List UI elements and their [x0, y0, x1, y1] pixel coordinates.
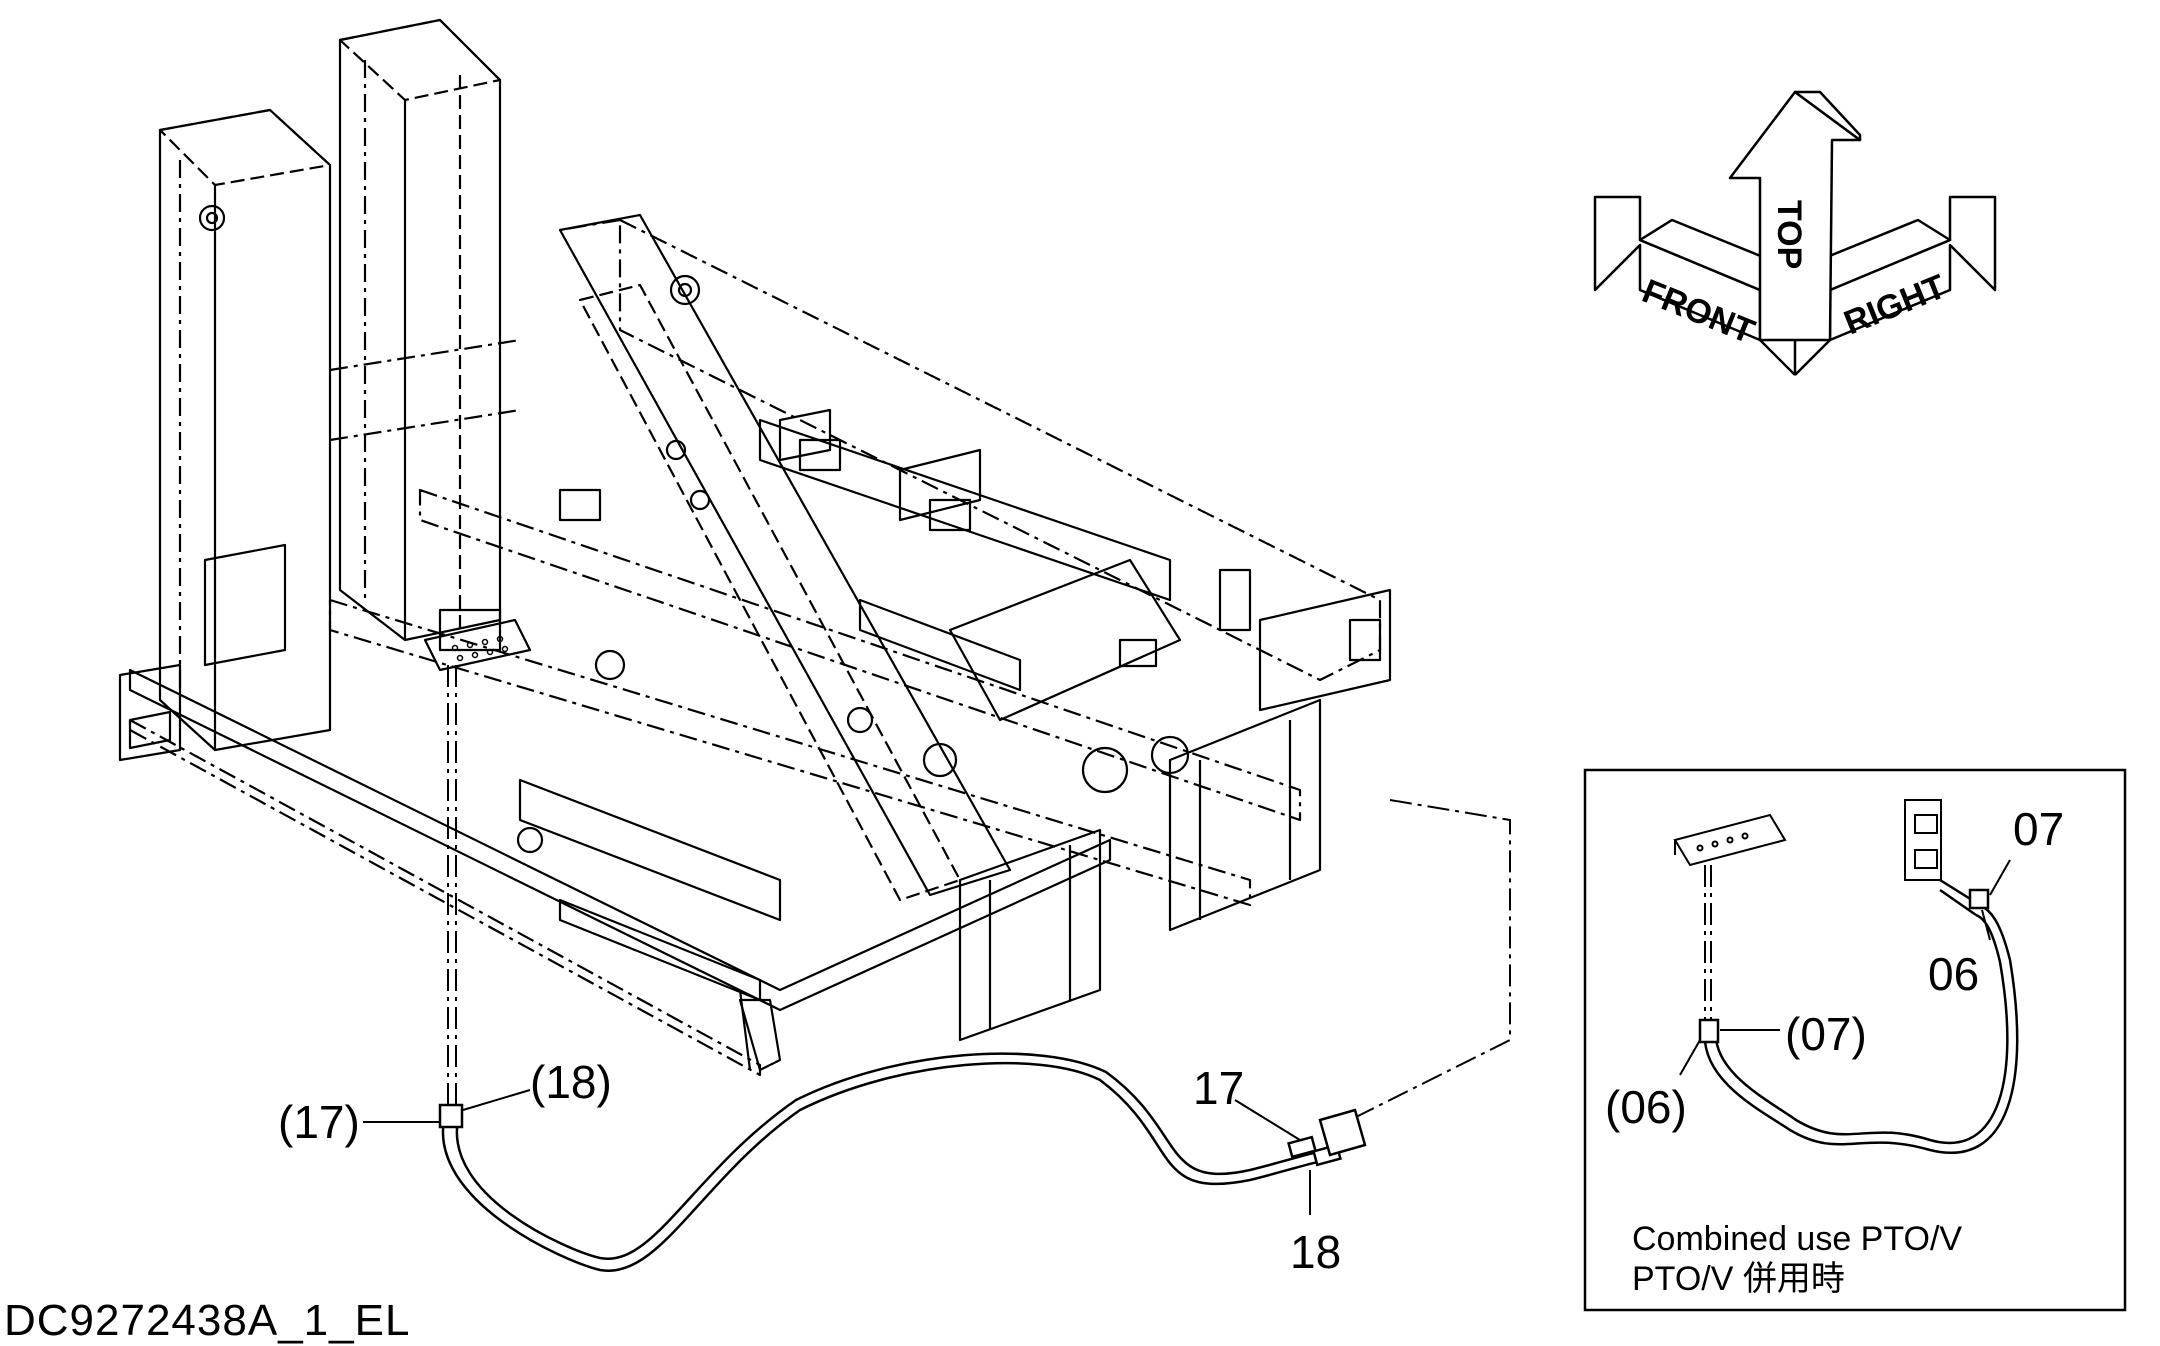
inset-note-line2: PTO/V 併用時: [1632, 1260, 1845, 1298]
perforations: [451, 635, 509, 662]
top-label: TOP: [1770, 200, 1808, 269]
hose-b: [455, 1052, 1331, 1260]
document-code: DC9272438A_1_EL: [4, 1296, 411, 1345]
callout-n17: 17: [1193, 1062, 1244, 1114]
leader-lines: [363, 1089, 1311, 1215]
inset-fitting-bottom: [1698, 1018, 1720, 1044]
inset-callout-06: 06: [1928, 948, 1979, 1000]
inset-valve: [1904, 799, 1942, 881]
callout-n18: 18: [1290, 1226, 1341, 1278]
fitting-main-left: [438, 1103, 464, 1129]
callout-p17: (17): [278, 1096, 360, 1148]
fitting-17: [1287, 1135, 1317, 1159]
inset-callout-07: 07: [2013, 803, 2064, 855]
inset-plate: [1673, 813, 1787, 867]
valve-block: [1318, 1108, 1367, 1157]
inset-callout-p06: (06): [1605, 1081, 1687, 1133]
inset-fitting-top: [1968, 888, 1990, 910]
orientation-indicator: [1593, 90, 1997, 376]
inset-note-line1: Combined use PTO/V: [1632, 1220, 1962, 1258]
inset-hose-b: [1714, 913, 2009, 1145]
frame-assembly: [118, 18, 1392, 1077]
hose-routing: [438, 665, 1511, 1272]
inset-box: 07 06 (07) (06) Combined use PTO/V PTO/V…: [1583, 768, 2127, 1312]
inset-callout-p07: (07): [1785, 1008, 1867, 1060]
inset-hose-a: [1703, 903, 2019, 1154]
hose-a: [441, 1061, 1331, 1272]
callout-p18: (18): [530, 1056, 612, 1108]
